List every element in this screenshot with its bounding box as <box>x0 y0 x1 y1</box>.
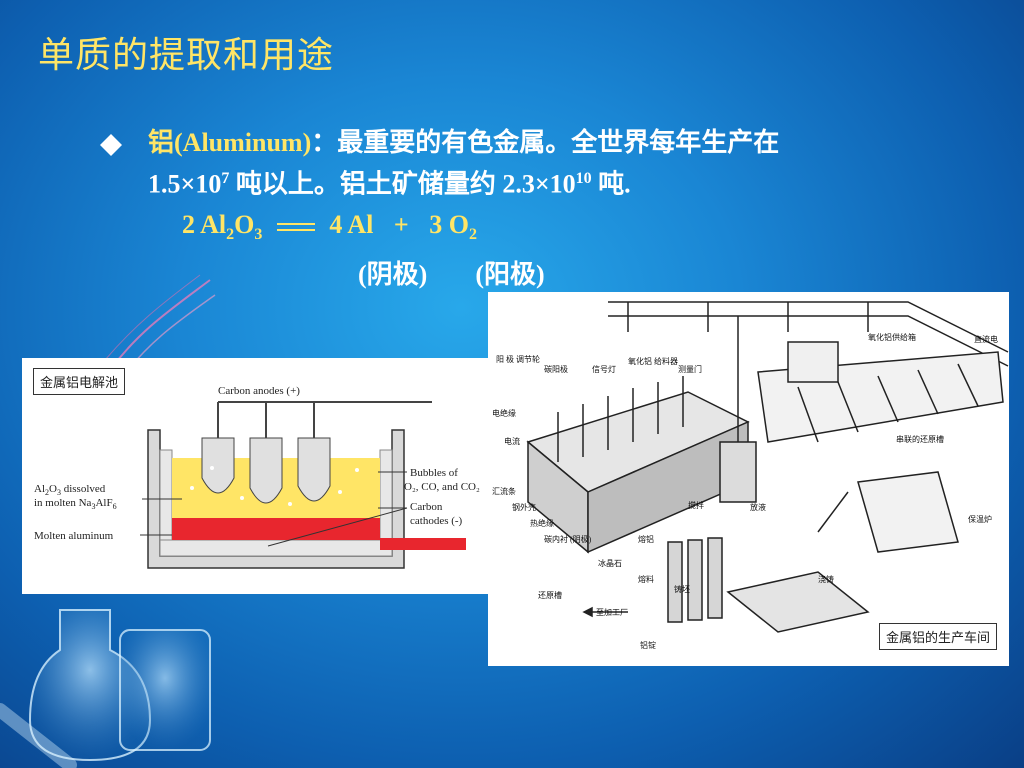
plant-label-3: 信号灯 <box>592 364 616 374</box>
production-exponent: 7 <box>221 170 230 187</box>
carbon-cathodes-label-1: Carbon <box>410 501 443 513</box>
plant-label-7: 直流电 <box>974 334 998 344</box>
slide-title: 单质的提取和用途 <box>38 35 335 76</box>
plant-label-6: 氧化铝供给箱 <box>868 332 916 342</box>
element-en: (Aluminum) <box>174 128 312 157</box>
plant-label-13: 碳内衬 (阴极) <box>544 534 592 544</box>
eq-lhs-sub2: 3 <box>254 226 263 244</box>
bullet-line-1-text: ：最重要的有色金属。全世界每年生产在 <box>311 128 780 157</box>
bubbles-label-2: O₂, CO, and CO₂ <box>404 481 480 493</box>
cell-figure-caption: 金属铝电解池 <box>33 368 126 395</box>
eq-rhs-o2: 3 O <box>429 210 469 239</box>
bubbles-label-1: Bubbles of <box>410 467 458 479</box>
eq-lhs-sub1: 2 <box>226 226 235 244</box>
reserves-text: 吨以上。铝土矿储量约 2.3×10 <box>229 169 576 199</box>
electrolysis-cell-figure: Carbon anodes (+) Al2O3 dissolved in mol… <box>22 358 488 594</box>
anode-label: (阳极) <box>475 260 545 289</box>
plant-label-8: 电绝缘 <box>492 408 516 418</box>
plant-label-9: 电流 <box>504 436 520 446</box>
dissolved-label-1: Al2O3 dissolved <box>34 483 106 497</box>
plant-label-24: 铸坯 <box>674 584 690 594</box>
electrolysis-cell-diagram: Carbon anodes (+) Al2O3 dissolved in mol… <box>34 385 480 569</box>
reserves-unit: 吨. <box>591 169 631 199</box>
dissolved-label-2: in molten Na3AlF6 <box>34 497 117 511</box>
plant-label-19: 保温炉 <box>968 514 992 524</box>
electrode-labels: (阴极) (阳极) <box>358 254 545 291</box>
eq-lhs-al: 2 Al <box>182 210 227 239</box>
plant-label-23: 铝锭 <box>640 640 656 650</box>
production-amount: 1.5×10 <box>148 169 222 199</box>
plant-label-21: 还原槽 <box>538 590 562 600</box>
plant-label-22: 至加工厂 <box>596 607 628 617</box>
eq-rhs-al: 4 Al <box>329 210 374 239</box>
eq-lhs-o: O <box>234 210 255 239</box>
production-plant-figure: 阳 极 调节轮 碳阳极 信号灯 氧化铝 给料器 测量门 氧化铝供给箱 直流电 电… <box>488 292 1009 666</box>
plant-label-15: 熔铝 <box>638 534 654 544</box>
production-plant-diagram: 阳 极 调节轮 碳阳极 信号灯 氧化铝 给料器 测量门 氧化铝供给箱 直流电 电… <box>492 301 1009 650</box>
plant-label-10: 汇流条 <box>492 486 516 496</box>
eq-plus: + <box>393 210 409 239</box>
diamond-bullet-icon <box>100 134 122 156</box>
electrolysis-equation: 2 Al2O3 4 Al + 3 O2 <box>182 210 477 244</box>
plant-label-5: 测量门 <box>678 364 702 374</box>
plant-label-1: 阳 极 调节轮 <box>496 354 540 364</box>
carbon-cathodes-label-2: cathodes (-) <box>410 515 463 527</box>
plant-label-18: 串联的还原槽 <box>896 434 944 444</box>
eq-rhs-o2-sub: 2 <box>468 226 477 244</box>
plant-label-12: 热绝缘 <box>530 518 554 528</box>
bullet-line-1: 铝(Aluminum)：最重要的有色金属。全世界每年生产在 <box>148 126 779 160</box>
plant-label-16: 搅拌 <box>688 500 704 510</box>
cathode-label: (阴极) <box>358 260 428 289</box>
element-cn: 铝 <box>148 128 175 157</box>
carbon-anodes-label: Carbon anodes (+) <box>218 385 300 397</box>
plant-label-20: 浇铸 <box>818 574 834 584</box>
plant-label-17: 放液 <box>750 502 766 512</box>
plant-label-2: 碳阳极 <box>544 364 568 374</box>
plant-label-4: 氧化铝 给料器 <box>628 356 678 366</box>
molten-aluminum-label: Molten aluminum <box>34 530 114 542</box>
equals-sign-icon <box>276 223 315 232</box>
bullet-line-2: 1.5×107 吨以上。铝土矿储量约 2.3×1010 吨. <box>148 162 631 202</box>
plant-label-14: 冰晶石 <box>598 558 622 568</box>
glassware-decoration <box>0 609 211 768</box>
plant-figure-caption: 金属铝的生产车间 <box>878 623 997 650</box>
reserves-exponent: 10 <box>575 170 592 187</box>
plant-label-25: 熔料 <box>638 574 654 584</box>
plant-label-11: 钢外壳 <box>512 502 536 512</box>
